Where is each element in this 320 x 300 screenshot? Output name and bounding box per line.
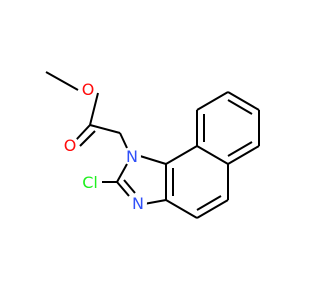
bond-c4-c3a bbox=[165, 199, 198, 219]
atom-chlorine: Cl bbox=[80, 172, 102, 192]
atom-label-methyl-oxygen: O bbox=[82, 80, 95, 99]
bond-c2-n3-double-1 bbox=[116, 181, 130, 197]
bond-c5-c4 bbox=[196, 199, 229, 219]
bond-methyl-oxygen bbox=[45, 71, 79, 91]
atom-n1: N bbox=[123, 147, 141, 166]
bond-c9a-c5a bbox=[196, 145, 229, 165]
bond-n3-c3a bbox=[143, 199, 167, 205]
bond-c8-c7 bbox=[227, 91, 260, 111]
bond-ch2-n1 bbox=[119, 132, 128, 149]
atom-n3: N bbox=[129, 194, 147, 213]
bond-c5-c4-inner bbox=[196, 195, 222, 211]
molecule-structure: O O N N Cl bbox=[45, 71, 260, 219]
atom-methyl-oxygen: O bbox=[79, 80, 97, 99]
bond-c6-c5a-inner bbox=[227, 141, 253, 157]
bond-carbonyl-double-2 bbox=[79, 130, 96, 147]
bond-c6-c5a bbox=[227, 145, 260, 165]
bond-oxygen-carbonyl bbox=[89, 92, 99, 126]
bond-layer bbox=[45, 71, 260, 219]
bond-carbonyl-double-1 bbox=[75, 124, 91, 141]
bond-c9b-c9a bbox=[165, 145, 198, 165]
bond-n1-c2 bbox=[116, 163, 128, 183]
atom-label-n1: N bbox=[126, 147, 138, 166]
atom-layer: O O N N Cl bbox=[61, 80, 147, 213]
atom-carbonyl-oxygen: O bbox=[61, 136, 79, 155]
bond-n1-c9b bbox=[139, 155, 167, 165]
bond-c2-n3-double-2 bbox=[123, 179, 136, 194]
bond-c8-c7-inner bbox=[227, 99, 253, 115]
bond-c9-c8 bbox=[196, 91, 229, 111]
bond-carbonyl-ch2 bbox=[89, 124, 121, 134]
atom-label-carbonyl-oxygen: O bbox=[64, 136, 77, 155]
atom-label-chlorine: Cl bbox=[82, 173, 98, 192]
atom-label-n3: N bbox=[132, 194, 144, 213]
